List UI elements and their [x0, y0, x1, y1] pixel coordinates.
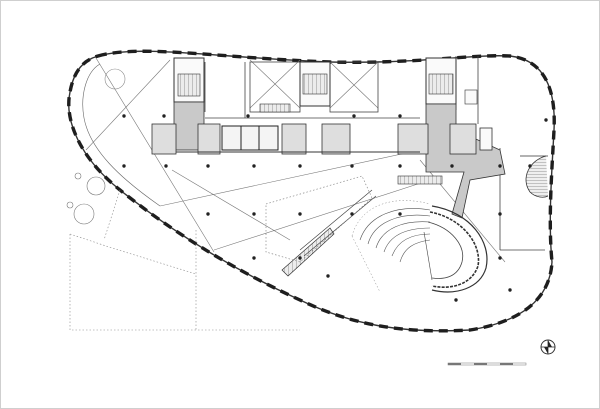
scale-bar [447, 362, 527, 366]
core-east [425, 57, 506, 219]
trees [66, 172, 106, 225]
planter-circle [104, 68, 126, 90]
facade-dashes [67, 49, 556, 333]
terrace-dotted [265, 175, 373, 263]
core-west [173, 57, 205, 151]
guide-lines [85, 57, 506, 263]
ramp-diagonal [281, 227, 335, 277]
core-middle [299, 61, 331, 107]
stair-north [259, 103, 291, 113]
lift-bank [221, 125, 279, 151]
auditorium [351, 200, 488, 293]
ramp-guide [299, 189, 373, 251]
bay-feature [520, 155, 549, 198]
columns [122, 114, 548, 302]
inner-edge [82, 63, 161, 207]
site-boundary [69, 189, 300, 331]
ramp-guide-2 [303, 195, 377, 257]
service-blocks [151, 123, 477, 155]
north-arrow-icon [540, 339, 556, 355]
stair-east [397, 175, 443, 185]
